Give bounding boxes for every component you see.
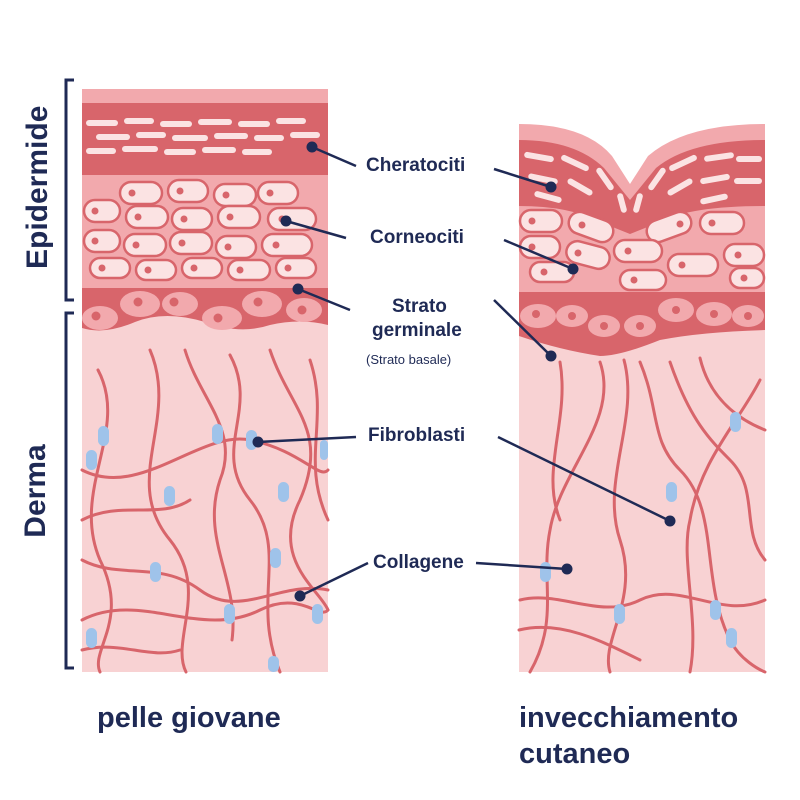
label-fibroblasti: Fibroblasti (368, 425, 466, 446)
leader-lines (257, 145, 671, 598)
caption-aging-line1: invecchiamento (519, 702, 739, 734)
young-skin-panel (80, 89, 330, 674)
side-label-epidermide: Epidermide (21, 105, 54, 269)
aged-corneocytes (518, 208, 766, 292)
caption-aging-line2: cutaneo (519, 738, 631, 770)
aged-keratocytes (524, 151, 762, 213)
side-label-derma: Derma (19, 444, 52, 538)
young-top-layer (82, 89, 328, 103)
aged-top-layer (519, 124, 765, 200)
young-fibroblasts (86, 424, 328, 672)
label-corneociti: Corneociti (370, 227, 464, 248)
label-strato-basale: (Strato basale) (366, 352, 452, 367)
young-dermis (82, 300, 328, 672)
label-cheratociti: Cheratociti (366, 155, 466, 176)
aged-corneocyte-nuclei (528, 217, 748, 284)
young-corneocyte-nuclei (91, 187, 292, 274)
young-basal-nuclei (91, 297, 307, 323)
caption-young-skin: pelle giovane (97, 702, 281, 734)
young-corneocytes (82, 178, 318, 282)
aged-skin-panel (517, 124, 767, 674)
leader-dots (252, 141, 676, 602)
label-strato-germinale-line1: Strato (392, 296, 447, 317)
dermis-bracket (64, 311, 74, 670)
label-strato-germinale-line2: germinale (372, 320, 462, 341)
aged-basal-nuclei (532, 306, 752, 330)
label-collagene: Collagene (373, 552, 464, 573)
epidermis-bracket (64, 78, 74, 302)
young-keratocytes (86, 118, 320, 155)
